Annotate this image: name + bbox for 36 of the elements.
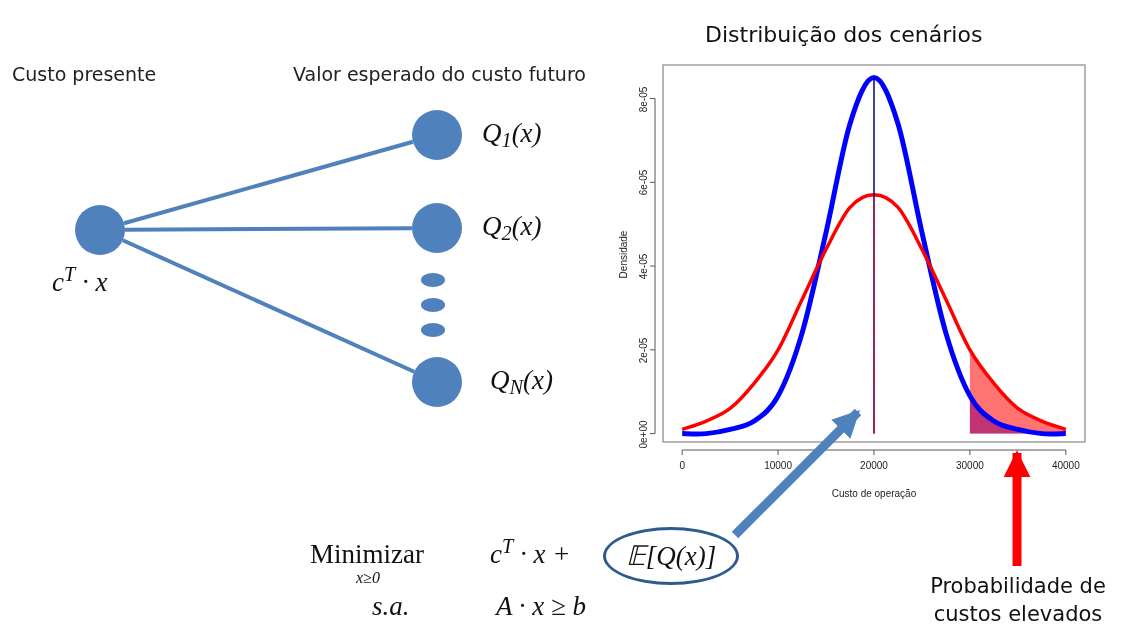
connector-line — [123, 139, 414, 226]
formula-text: A · x ≥ b — [496, 590, 587, 623]
math-label: Q$_{1}$(x) — [482, 117, 542, 154]
tick-label: 20000 — [860, 459, 888, 473]
tick-label: 6e-05 — [636, 169, 650, 198]
tick-label: 10000 — [764, 459, 792, 473]
arrow — [1003, 450, 1031, 566]
arrow — [731, 408, 862, 539]
tick-label: 4e-05 — [636, 252, 650, 282]
formula-text: Minimizar — [310, 538, 424, 571]
scenario-node — [75, 205, 125, 255]
scenario-node — [412, 357, 462, 407]
tick-label: 40000 — [1051, 459, 1080, 473]
connector-line — [121, 238, 416, 374]
axis-title: Custo de operação — [831, 487, 917, 501]
tick-label: 0 — [679, 459, 685, 473]
connector-line — [125, 226, 412, 232]
tick-label: 30000 — [956, 459, 984, 473]
math-label: Q$_{N}$(x) — [490, 364, 553, 401]
scenario-node — [412, 203, 462, 253]
formula-text: x≥0 — [356, 568, 380, 588]
math-label: c$^{T}$ · x — [52, 262, 108, 299]
formula-text: c$^{T}$ · x + — [490, 534, 571, 571]
tick-label: 8e-05 — [636, 85, 650, 114]
column-heading: Valor esperado do custo futuro — [293, 62, 586, 87]
scenario-node — [412, 110, 462, 160]
mean-line — [873, 76, 875, 435]
chart-title: Distribuição dos cenários — [705, 21, 983, 49]
highlight-ellipse: 𝔼[Q(x)] — [603, 527, 739, 585]
column-heading: Custo presente — [12, 62, 157, 87]
annotation-text: Probabilidade de custos elevados — [900, 572, 1128, 634]
math-label: Q$_{2}$(x) — [482, 210, 542, 247]
axis-title: Densidade — [616, 229, 630, 280]
formula-text: s.a. — [372, 590, 410, 623]
tick-label: 0e+00 — [636, 419, 650, 451]
tick-label: 2e-05 — [636, 336, 650, 366]
